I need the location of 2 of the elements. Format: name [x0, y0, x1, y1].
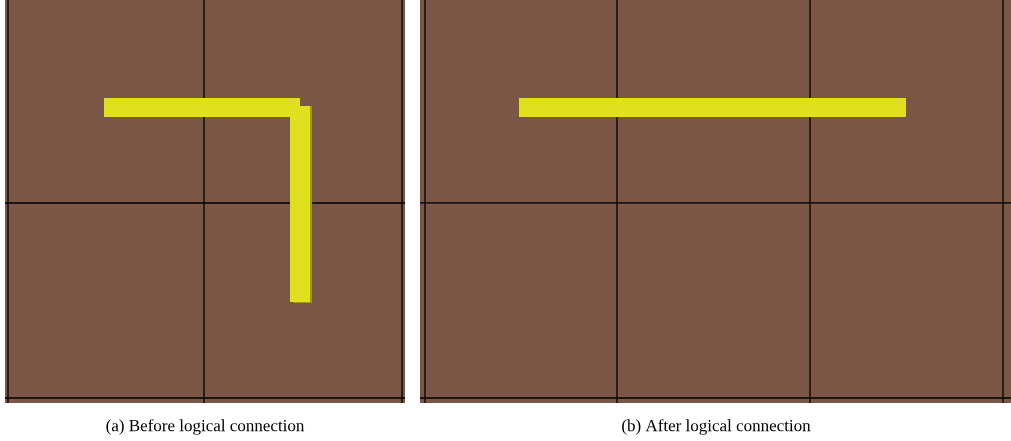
caption: (b) After logical connection	[622, 419, 811, 435]
caption: (a) Before logical connection	[106, 419, 305, 435]
